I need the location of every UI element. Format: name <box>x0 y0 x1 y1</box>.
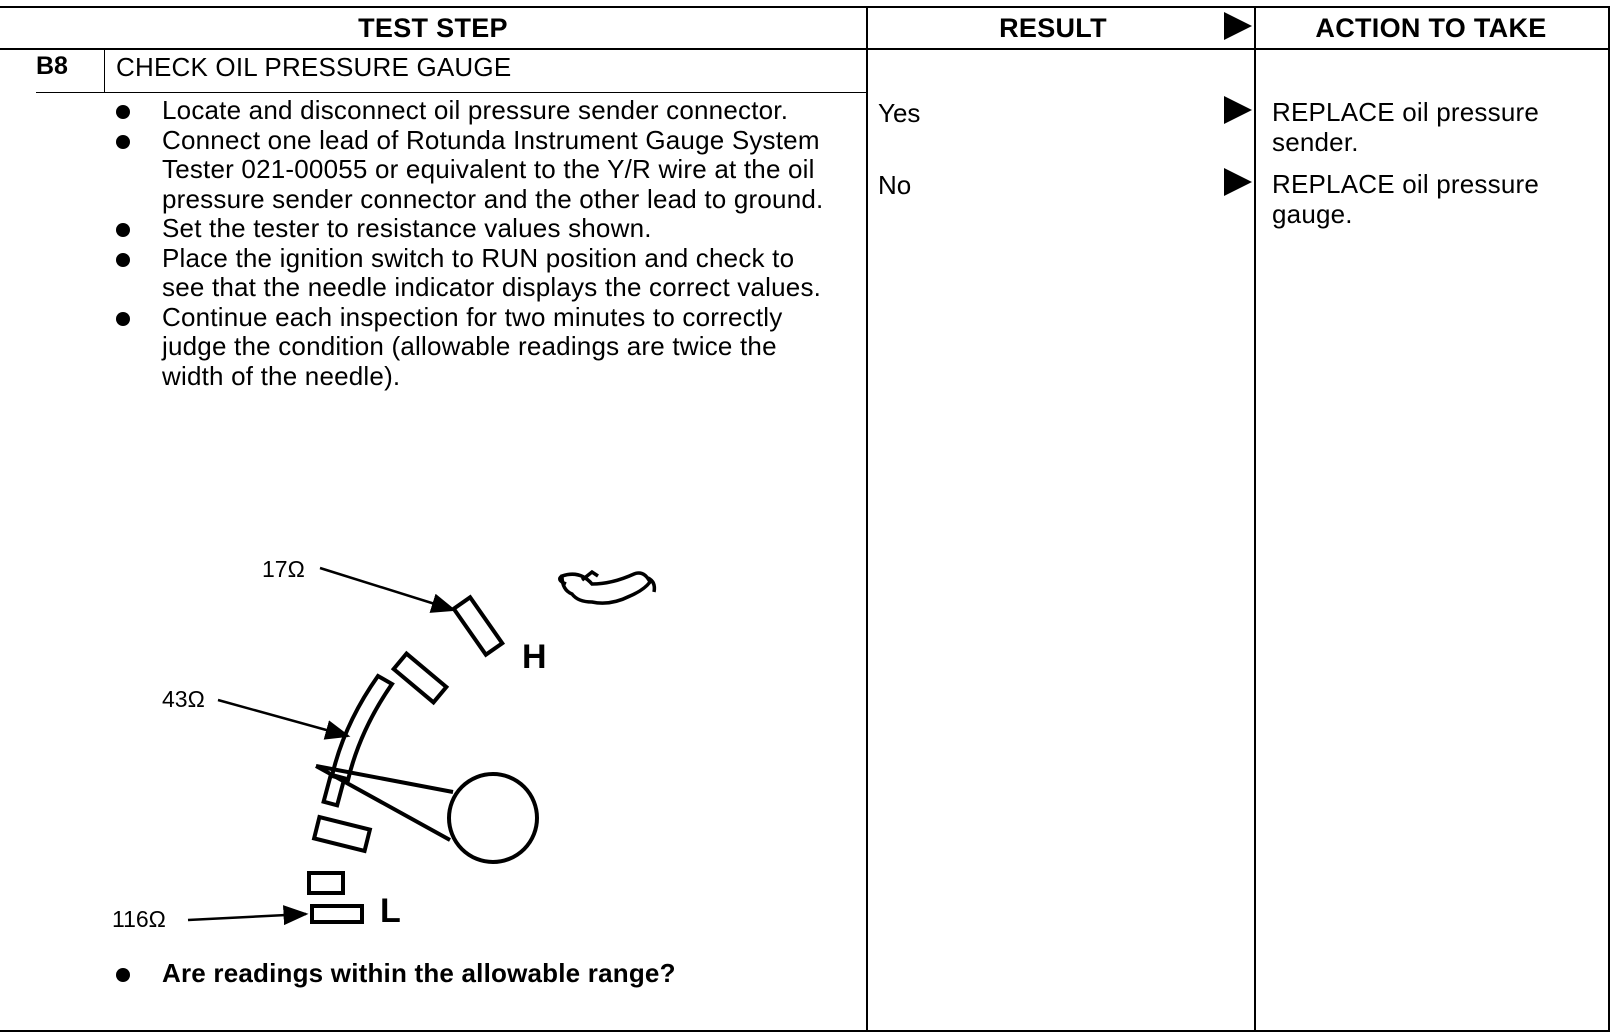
column-divider-2 <box>1254 6 1256 1032</box>
table-top-border <box>0 6 1610 8</box>
bullet-icon <box>116 311 130 326</box>
gauge-mark <box>307 871 345 895</box>
step-id-divider <box>104 50 105 92</box>
arrow-right-icon <box>1224 96 1252 124</box>
action-no: REPLACE oil pressure gauge. <box>1272 169 1539 229</box>
gauge-mark-low <box>310 904 364 924</box>
label-17-ohm: 17Ω <box>262 556 305 582</box>
step-title-underline <box>36 92 866 93</box>
header-result: RESULT <box>999 13 1107 43</box>
leader-high <box>319 566 457 613</box>
bullet-icon <box>116 105 130 119</box>
label-116-ohm: 116Ω <box>112 906 166 932</box>
bullet-icon <box>116 252 130 267</box>
header-test-step: TEST STEP <box>358 13 508 43</box>
gauge-letter-high: H <box>522 638 547 676</box>
table-bottom-border <box>0 1030 1610 1032</box>
label-43-ohm: 43Ω <box>162 686 205 712</box>
header-action-to-take: ACTION TO TAKE <box>1315 13 1547 43</box>
leader-mid <box>217 698 351 740</box>
test-step-item: Place the ignition switch to RUN positio… <box>112 243 832 303</box>
test-step-item: Continue each inspection for two minutes… <box>112 302 832 392</box>
gauge-band-mid <box>329 673 395 783</box>
needle-pivot <box>447 772 539 864</box>
bullet-icon <box>116 223 130 237</box>
bullet-icon <box>116 134 130 149</box>
leader-low <box>187 905 309 926</box>
gauge-diagram-svg <box>187 566 657 926</box>
test-step-item: Set the tester to resistance values show… <box>112 213 832 244</box>
result-yes: Yes <box>878 98 921 128</box>
header-bottom-border <box>0 48 1610 50</box>
gauge-mark-high <box>450 594 506 658</box>
step-title: CHECK OIL PRESSURE GAUGE <box>116 52 512 82</box>
bullet-icon <box>116 968 130 982</box>
action-yes: REPLACE oil pressure sender. <box>1272 97 1539 157</box>
gauge-letter-low: L <box>380 892 401 930</box>
test-step-item: Locate and disconnect oil pressure sende… <box>112 95 832 126</box>
question-text: Are readings within the allowable range? <box>162 958 676 988</box>
test-step-item: Connect one lead of Rotunda Instrument G… <box>112 125 832 215</box>
column-divider-1 <box>866 6 868 1032</box>
step-id: B8 <box>36 52 68 80</box>
gauge-mark <box>311 814 373 854</box>
table-right-border <box>1608 6 1610 1032</box>
test-step-list: Locate and disconnect oil pressure sende… <box>112 95 832 392</box>
arrow-right-icon <box>1224 168 1252 196</box>
gauge-diagram: 17Ω 43Ω 116Ω H L <box>112 556 657 932</box>
result-no: No <box>878 170 912 200</box>
needle <box>315 764 454 842</box>
gauge-mark <box>390 650 450 706</box>
oil-can-icon <box>558 569 657 605</box>
arrow-right-icon <box>1224 12 1252 40</box>
